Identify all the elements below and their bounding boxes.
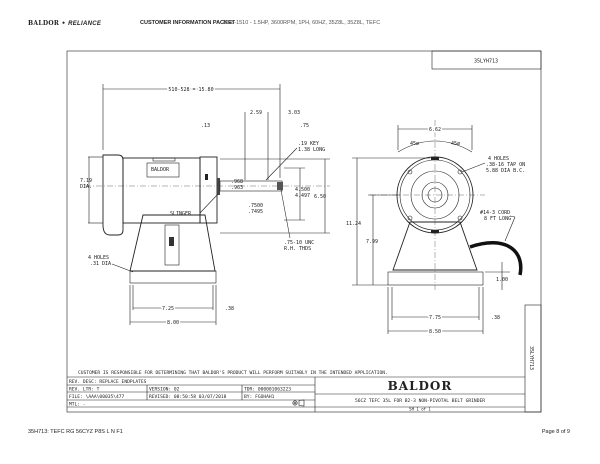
tap-label-3: 5.88 DIA B.C. bbox=[486, 168, 525, 174]
dim-963: .963 bbox=[231, 185, 243, 191]
dim-7-19: 7.19 bbox=[80, 178, 92, 184]
revised-by: BY: FGOHAH1 bbox=[244, 394, 275, 400]
dim-6-62: 6.62 bbox=[429, 127, 441, 133]
dim-4-500: 4.500 bbox=[295, 187, 310, 193]
dim-8-00: 8.00 bbox=[167, 320, 179, 326]
tap-label-1: 4 HOLES bbox=[488, 156, 509, 162]
tap-label-2: .38-16 TAP ON bbox=[486, 162, 525, 168]
projection-symbol-icon bbox=[292, 399, 305, 407]
drawing-number-box bbox=[431, 50, 542, 70]
dim-0-38-end: .38 bbox=[491, 315, 500, 321]
end-base-plate bbox=[387, 271, 484, 286]
drawing-frame bbox=[66, 50, 542, 413]
rev-ltr: REV. LTR: T bbox=[69, 387, 100, 393]
dim-8-50: 8.50 bbox=[429, 329, 441, 335]
dim-3-03: 3.03 bbox=[288, 110, 300, 116]
front-endplate bbox=[199, 156, 218, 224]
angle-45-right: 45ø bbox=[451, 141, 460, 147]
brand-separator: • bbox=[61, 20, 66, 27]
slinger-label: SLINGER bbox=[170, 211, 192, 217]
footer-model: 35H713: TEFC RG 56CYZ P8S L N F1 bbox=[28, 429, 123, 435]
title-block: CUSTOMER IS RESPONSIBLE FOR DETERMINING … bbox=[67, 370, 525, 412]
rev-desc: REV. DESC: REPLACE ENDPLATES bbox=[69, 379, 147, 385]
drawing-description: 56CZ TEFC 35L FOR B2-3 NON-PIVOTAL BELT … bbox=[355, 398, 485, 404]
packet-title: CUSTOMER INFORMATION PACKET bbox=[140, 20, 236, 26]
power-cord bbox=[469, 241, 523, 276]
brand-reliance: RELIANCE bbox=[68, 21, 102, 27]
tdr-number: TDR: 000001063223 bbox=[244, 387, 291, 393]
thread-label-1: .75-10 UNC bbox=[284, 240, 314, 246]
sheet-number: SH 1 of 1 bbox=[409, 407, 431, 412]
version: VERSION: 02 bbox=[149, 387, 180, 393]
dim-2-59: 2.59 bbox=[250, 110, 262, 116]
base-plate bbox=[129, 270, 217, 284]
revised-date: REVISED: 08:50:58 03/07/2018 bbox=[149, 394, 227, 400]
cord-label-2: 8 FT LONG bbox=[484, 216, 511, 222]
dim-0-75: .75 bbox=[300, 123, 309, 129]
brand-logo: BALDOR • RELIANCE bbox=[28, 20, 101, 27]
dim-11-24: 11.24 bbox=[346, 221, 361, 227]
dim-overall-length: 510-528 = 15.80 bbox=[168, 87, 213, 93]
fan-cover bbox=[102, 154, 124, 236]
dim-7-75: 7.75 bbox=[429, 315, 441, 321]
cord-label-1: #14-3 CORD bbox=[480, 210, 510, 216]
page-number: Page 8 of 9 bbox=[541, 429, 570, 435]
dim-7500: .7500 bbox=[248, 203, 263, 209]
angle-45-left: 45ø bbox=[410, 141, 419, 147]
holes-label-2: .31 DIA bbox=[90, 261, 111, 267]
slinger bbox=[217, 178, 220, 195]
holes-label-1: 4 HOLES bbox=[88, 255, 109, 261]
key-label-1: .19 KEY bbox=[298, 141, 319, 147]
dim-7-25: 7.25 bbox=[162, 306, 174, 312]
dim-0-13: .13 bbox=[201, 123, 210, 129]
dim-4-497: 4.497 bbox=[295, 193, 310, 199]
end-base-stand bbox=[392, 221, 478, 271]
dim-0-38: .38 bbox=[225, 306, 234, 312]
material: MTL: - bbox=[69, 402, 86, 408]
dim-7-19-dia: DIA. bbox=[80, 184, 92, 190]
dim-7-99: 7.99 bbox=[366, 239, 378, 245]
motor-spec: 2048-1510 - 1.5HP, 3600RPM, 1PH, 60HZ, 3… bbox=[222, 20, 381, 26]
side-number-box bbox=[524, 304, 542, 413]
dim-7495: .7495 bbox=[248, 209, 263, 215]
dim-968: .968 bbox=[231, 179, 243, 185]
side-view: BALDOR 510-528 = 15.80 2.59 3.03 .13 .75… bbox=[80, 84, 330, 328]
dim-1-00: 1.00 bbox=[496, 277, 508, 283]
thread-label-2: R.H. THDS bbox=[284, 246, 311, 252]
key-label-2: 1.38 LONG bbox=[298, 147, 325, 153]
nameplate-text: BALDOR bbox=[151, 167, 170, 173]
nameplate bbox=[146, 162, 180, 178]
brand-baldor: BALDOR bbox=[28, 20, 60, 27]
end-view: 6.62 45ø 45ø 4 HOLES .38-16 TAP ON 5.88 … bbox=[346, 120, 525, 337]
drawing-number-vertical: 35LYH713 bbox=[528, 346, 534, 370]
disclaimer: CUSTOMER IS RESPONSIBLE FOR DETERMINING … bbox=[78, 370, 388, 376]
file-path: FILE: \AAA\00035\477 bbox=[69, 394, 125, 400]
drawing-number: 35LYH713 bbox=[474, 59, 498, 65]
dim-6-50: 6.50 bbox=[314, 194, 326, 200]
baldor-logo: BALDOR bbox=[388, 379, 453, 393]
